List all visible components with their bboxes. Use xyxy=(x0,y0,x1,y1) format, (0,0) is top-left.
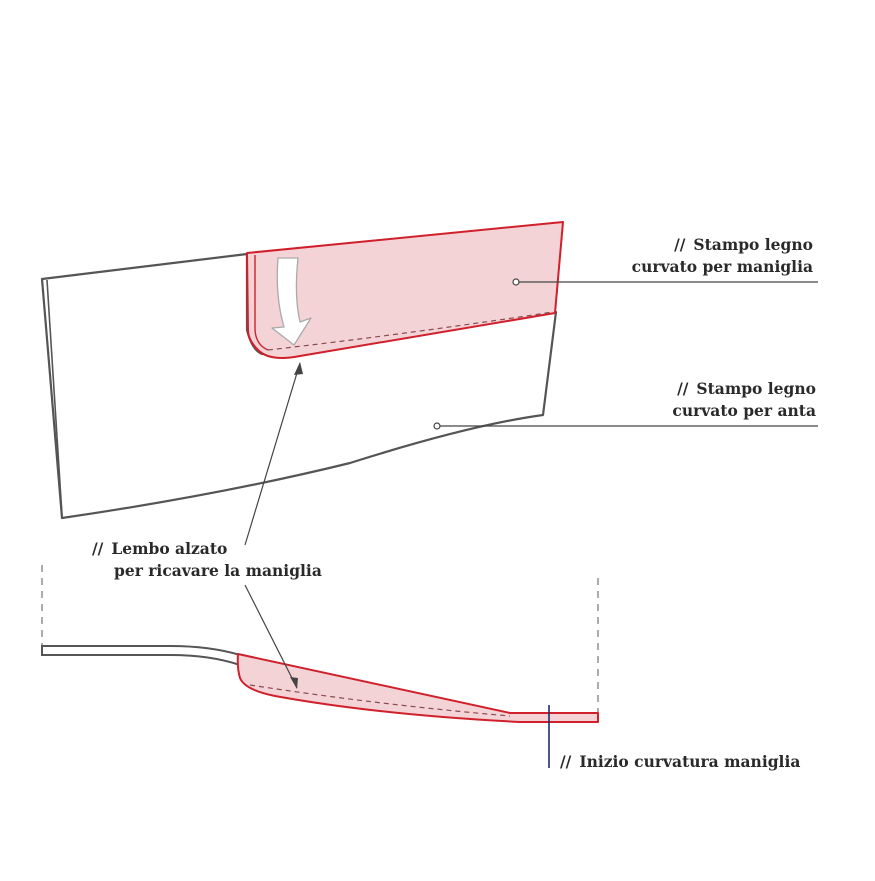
marker-slashes: // xyxy=(674,235,686,254)
profile-handle-dashed-line xyxy=(249,684,511,717)
leader-lembo-down-arrow xyxy=(290,677,298,689)
label-stampo-anta: // Stampo legno curvato per anta xyxy=(672,378,816,422)
profile-handle-fill xyxy=(236,653,599,723)
side-profile xyxy=(41,565,599,768)
door-panel-outline xyxy=(40,252,558,520)
leader-lembo-up xyxy=(244,362,301,546)
door-panel-thickness-line xyxy=(46,279,63,516)
label-stampo-maniglia: // Stampo legno curvato per maniglia xyxy=(632,234,813,278)
leader-lembo-up-arrow xyxy=(294,362,303,375)
marker-slashes: // xyxy=(560,752,572,771)
label-lembo: // Lembo alzato per ricavare la maniglia xyxy=(92,538,322,582)
leader-lembo-down xyxy=(244,584,298,689)
curved-arrow-icon xyxy=(271,257,312,346)
label-line-1: Stampo legno xyxy=(693,235,813,254)
label-line-2: curvato per anta xyxy=(672,401,816,420)
label-line-1: Stampo legno xyxy=(696,379,816,398)
label-inizio-curvatura: // Inizio curvatura maniglia xyxy=(560,751,800,773)
profile-door-outline xyxy=(41,645,241,667)
marker-slashes: // xyxy=(92,539,104,558)
door-panel xyxy=(40,252,558,520)
handle-mold-upper xyxy=(246,221,564,359)
handle-mold-fill xyxy=(246,221,564,359)
label-line-1: Lembo alzato xyxy=(111,539,228,558)
handle-mold-inner-edge xyxy=(254,255,269,351)
leader-lines xyxy=(244,278,818,689)
marker-slashes: // xyxy=(677,379,689,398)
leader-dot-stampo-maniglia xyxy=(512,278,520,286)
leader-dot-stampo-anta xyxy=(433,422,441,430)
label-line-2: per ricavare la maniglia xyxy=(114,561,322,580)
handle-mold-dashed-line xyxy=(267,311,554,351)
label-line-2: curvato per maniglia xyxy=(631,257,813,276)
label-line-1: Inizio curvatura maniglia xyxy=(579,752,801,771)
